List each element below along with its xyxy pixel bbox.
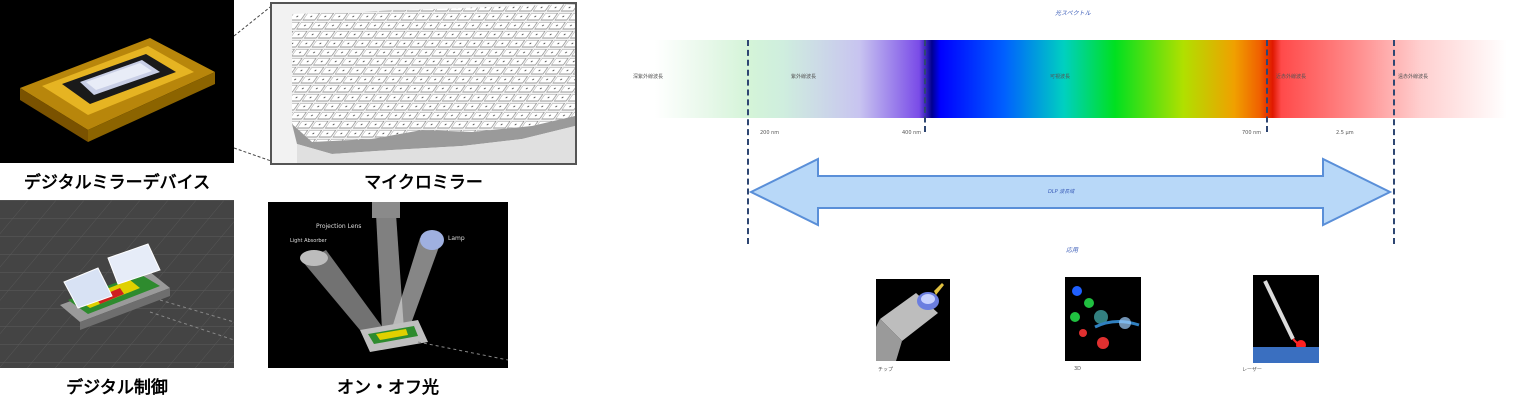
boundary-line-2500nm	[1393, 40, 1395, 244]
onoff-light-illustration: Projection Lens Light Absorber Lamp	[290, 202, 508, 361]
dmd-caption: デジタルミラーデバイス	[23, 173, 211, 193]
application-chip-label: チップ	[878, 367, 894, 373]
light-absorber-label: Light Absorber	[290, 238, 328, 244]
boundary-line-200nm	[747, 40, 749, 244]
dmd-device-image	[0, 0, 234, 163]
digital-control-illustration	[0, 200, 234, 368]
boundary-label-200nm: 200 nm	[760, 130, 780, 136]
boundary-label-2500nm: 2.5 µm	[1336, 130, 1354, 136]
zoom-connector-lines	[234, 3, 274, 163]
dlp-range-label: DLP 波長域	[1048, 189, 1075, 195]
micromirror-array-illustration	[292, 4, 575, 163]
digital-control-caption: デジタル制御	[66, 378, 168, 398]
band-label-uv: 紫外線波長	[791, 74, 817, 80]
lamp-label: Lamp	[448, 235, 465, 242]
micromirror-caption: マイクロミラー	[364, 173, 483, 193]
3d-illustration	[1070, 286, 1140, 349]
application-3d-image	[1065, 277, 1141, 361]
onoff-light-image: Projection Lens Light Absorber Lamp	[268, 202, 508, 368]
application-laser-image	[1253, 275, 1319, 363]
application-laser-label: レーザー	[1242, 367, 1262, 373]
micromirror-image	[270, 2, 577, 165]
projection-lens-label: Projection Lens	[316, 223, 361, 230]
dlp-range-arrow	[748, 157, 1393, 227]
chip-illustration	[876, 283, 944, 361]
boundary-label-700nm: 700 nm	[1242, 130, 1262, 136]
boundary-line-400nm	[924, 40, 926, 132]
digital-control-image	[0, 200, 234, 368]
band-label-near-ir: 近赤外線波長	[1276, 74, 1307, 80]
spectrum-title: 光スペクトル	[1055, 10, 1091, 17]
dmd-device-illustration	[20, 38, 215, 142]
boundary-label-400nm: 400 nm	[902, 130, 922, 136]
onoff-caption: オン・オフ光	[337, 378, 439, 398]
application-3d-label: 3D	[1074, 366, 1082, 372]
band-label-deep-uv: 深紫外線波長	[633, 74, 664, 80]
applications-title: 応用	[1066, 247, 1079, 254]
band-label-visible: 可視波長	[1050, 74, 1071, 80]
application-chip-image	[876, 279, 950, 361]
spectrum-bar	[655, 40, 1507, 118]
band-label-far-ir: 遠赤外線波長	[1398, 74, 1429, 80]
laser-illustration	[1253, 280, 1319, 363]
boundary-line-700nm	[1266, 40, 1268, 132]
